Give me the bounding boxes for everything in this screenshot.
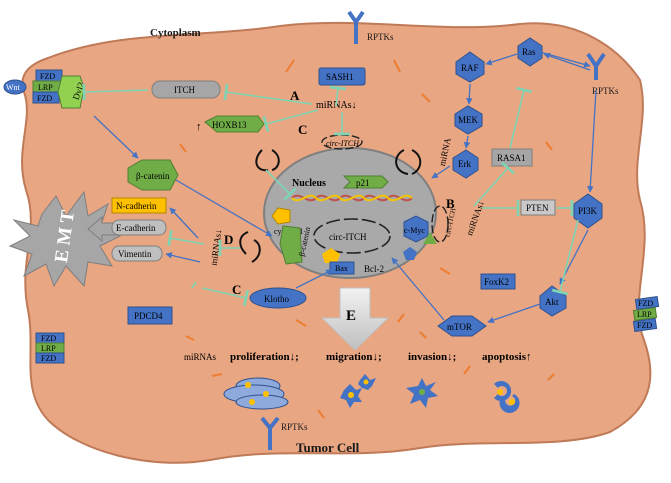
- sash1-label: SASH1: [326, 72, 354, 82]
- beta-catenin-nucleus-node: [279, 225, 303, 265]
- pten-node: [520, 199, 556, 216]
- outcome-apoptosis-label: apoptosis↑: [482, 351, 532, 363]
- green-triangle-shape: [423, 232, 437, 244]
- nucleus-label: Nucleus: [292, 178, 326, 189]
- fzd-right-b-label: FZD: [637, 321, 652, 330]
- hoxb13-label: HOXB13: [212, 120, 247, 130]
- ras-node: [517, 37, 543, 67]
- pathway-d-label: D: [224, 232, 233, 247]
- fzd-lrp-stack-left: FZD LRP FZD: [35, 332, 65, 364]
- pathway-c-top-label: C: [298, 122, 307, 137]
- e-cadherin-label: E-cadherin: [116, 223, 156, 233]
- foxk2-node: [480, 273, 516, 290]
- fzd-left-a-label: FZD: [41, 334, 56, 343]
- invasion-cell-icon: [406, 378, 438, 408]
- bax-node: [329, 261, 355, 275]
- lrp-left-label: LRP: [41, 344, 56, 353]
- beta-catenin-node: [127, 159, 179, 191]
- pi3k-node: [573, 193, 603, 229]
- outcome-invasion-label: invasion↓;: [408, 351, 456, 363]
- fzd-left-b-label: FZD: [41, 354, 56, 363]
- e-cadherin-node: [111, 219, 167, 236]
- pi3k-label: PI3K: [578, 206, 598, 216]
- rasa1-label: RASA1: [497, 153, 526, 163]
- fzd-bottom-label: FZD: [37, 94, 52, 103]
- bax-label: Bax: [335, 264, 348, 273]
- pathway-e-label: E: [346, 308, 356, 324]
- vimentin-label: Vimentin: [118, 249, 152, 259]
- mtor-node: [437, 315, 487, 337]
- wnt-label: Wnt: [6, 83, 21, 92]
- inhibition-lines: [82, 83, 579, 307]
- pathway-b-label: B: [446, 196, 455, 211]
- circ-itch-top-label: circ-ITCH: [326, 139, 360, 148]
- lrp-label: LRP: [38, 83, 53, 92]
- erk-label: Erk: [458, 159, 471, 169]
- ras-label: Ras: [522, 47, 536, 57]
- foxk2-label: FoxK2: [484, 277, 509, 287]
- n-cadherin-label: N-cadherin: [116, 201, 157, 211]
- pdcd4-node: [127, 306, 173, 325]
- dna-helix-icon: [291, 194, 413, 202]
- rptks-right-receptor: RPTKs: [586, 52, 619, 96]
- migration-cells-icon: [340, 374, 376, 408]
- akt-label: Akt: [545, 297, 559, 307]
- tumor-cell-label: Tumor Cell: [296, 440, 360, 455]
- itch-node: [151, 80, 221, 99]
- blue-pentagon-shape: [403, 247, 417, 260]
- circ-rna-icon-hox: [255, 149, 280, 172]
- cyclind1-shape: [271, 207, 291, 225]
- mek-node: [454, 105, 483, 135]
- fzd-top-label: FZD: [40, 72, 55, 81]
- lrp-right-label: LRP: [637, 310, 652, 319]
- circ-rna-icon-d: [239, 231, 261, 263]
- emt-starburst: E M T: [8, 190, 122, 288]
- mek-label: MEK: [458, 115, 479, 125]
- activation-arrows: [93, 51, 597, 324]
- fzd-right-a-label: FZD: [638, 299, 653, 308]
- outcome-arrow: [320, 287, 390, 351]
- bax-pentagon-shape: [322, 248, 340, 263]
- sash1-node: [318, 67, 366, 86]
- n-cadherin-node: [111, 197, 167, 214]
- erk-node: [452, 149, 479, 179]
- cytoplasm-label: Cytoplasm: [150, 27, 201, 39]
- beta-catenin-label: β-catenin: [136, 171, 170, 181]
- rptks-top-label: RPTKs: [367, 32, 394, 42]
- pten-label: PTEN: [526, 203, 549, 213]
- outcome-migration-label: migration↓;: [326, 351, 382, 363]
- wnt-receptor-complex: FZD LRP FZD Wnt Dvl2: [3, 69, 86, 109]
- itch-label: ITCH: [174, 85, 195, 95]
- outcome-mirnas-label: miRNAs: [184, 352, 217, 362]
- pdcd4-label: PDCD4: [134, 311, 163, 321]
- outcome-proliferation-label: proliferation↓;: [230, 351, 299, 363]
- mtor-label: mTOR: [447, 322, 472, 332]
- circ-itch-b-ring: [431, 205, 449, 243]
- klotho-node: [249, 287, 307, 309]
- raf-node: [455, 51, 485, 83]
- vimentin-node: [111, 245, 163, 262]
- raf-label: RAF: [461, 63, 479, 73]
- rptks-right-label: RPTKs: [592, 86, 619, 96]
- rptks-bottom-label: RPTKs: [281, 422, 308, 432]
- rptks-bottom-receptor: RPTKs: [260, 416, 308, 450]
- hoxb13-up-arrow: ↑: [196, 121, 202, 133]
- rptks-top-receptor: RPTKs: [347, 10, 394, 44]
- apoptosis-cell-icon: [494, 380, 520, 413]
- p21-node: [342, 175, 389, 189]
- bcl2-label: Bcl-2: [364, 264, 384, 274]
- proliferation-cells-icon: [223, 377, 289, 410]
- klotho-label: Klotho: [264, 294, 290, 304]
- circ-rna-icon-erk: [395, 149, 422, 175]
- pathway-c-bottom-label: C: [232, 282, 241, 297]
- decorative-dashes: [179, 59, 555, 419]
- circ-itch-nucleus-ring: [313, 218, 391, 254]
- c-myc-label: c-Myc: [404, 226, 425, 235]
- fzd-lrp-stack-right: FZD LRP FZD: [632, 295, 660, 333]
- p21-label: p21: [356, 178, 370, 188]
- circ-itch-nucleus-label: circ-ITCH: [329, 232, 367, 242]
- pathway-a-label: A: [290, 88, 300, 103]
